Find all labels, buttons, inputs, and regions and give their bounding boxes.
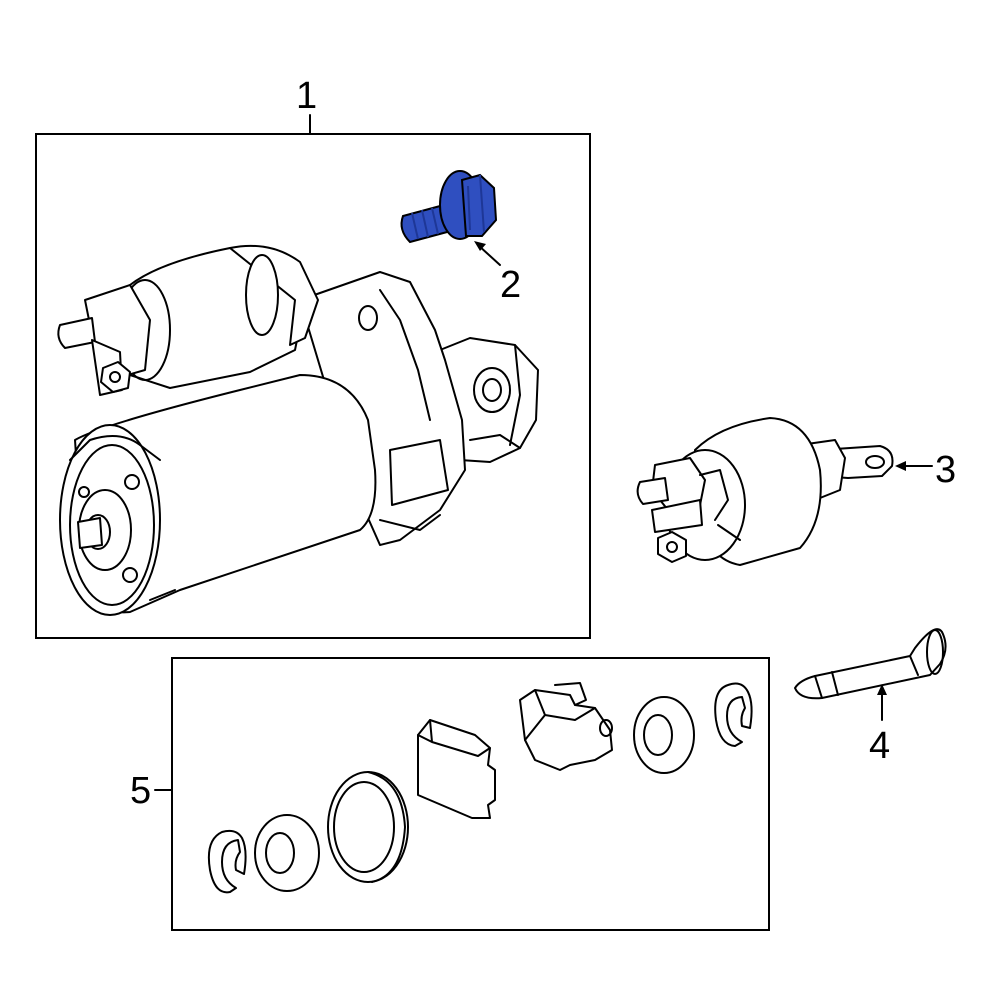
bolt-drawing[interactable] <box>400 170 498 244</box>
pin-drawing[interactable] <box>794 628 947 700</box>
callout-5[interactable]: 5 <box>130 770 173 812</box>
repair-kit-parts[interactable] <box>207 682 753 894</box>
solenoid-drawing[interactable] <box>636 417 894 566</box>
callout-2[interactable]: 2 <box>474 241 521 306</box>
callout-4[interactable]: 4 <box>869 684 890 767</box>
callout-2-label: 2 <box>500 264 521 306</box>
callout-3[interactable]: 3 <box>895 449 956 491</box>
callout-3-label: 3 <box>935 449 956 491</box>
repair-kit-box <box>171 657 770 931</box>
callout-5-label: 5 <box>130 770 151 812</box>
callout-1-label: 1 <box>296 75 317 117</box>
callout-4-arrowhead <box>877 684 887 695</box>
starter-assembly-box <box>35 133 591 639</box>
starter-motor-drawing[interactable] <box>57 244 539 616</box>
callout-2-arrowhead <box>474 241 486 251</box>
callout-1[interactable]: 1 <box>296 75 317 135</box>
callout-3-arrowhead <box>895 461 906 471</box>
callout-4-label: 4 <box>869 725 890 767</box>
